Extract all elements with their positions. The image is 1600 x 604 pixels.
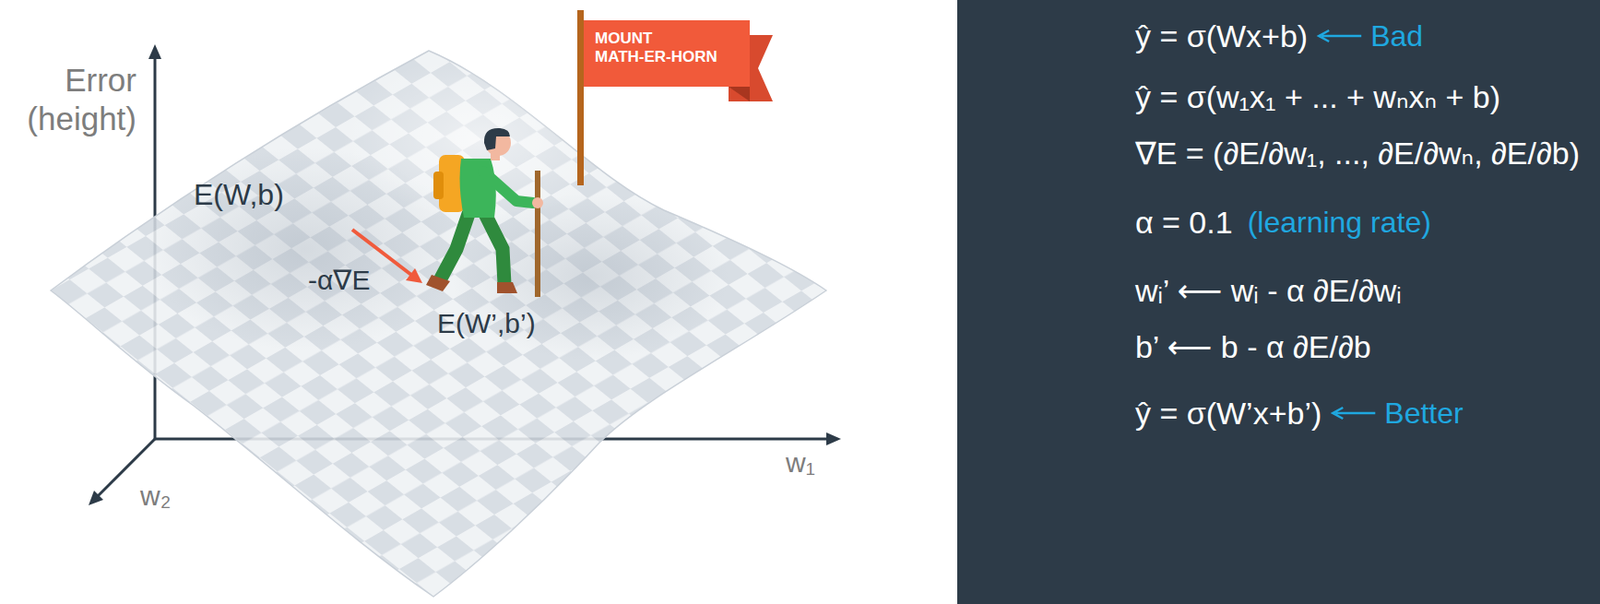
hiker bbox=[426, 128, 544, 297]
hair bbox=[484, 128, 510, 151]
position-label: E(W’,b’) bbox=[437, 307, 536, 341]
equation: ŷ = σ(Wx+b) bbox=[1135, 17, 1308, 56]
step-label: -α∇E bbox=[308, 263, 370, 297]
back-leg bbox=[440, 213, 469, 279]
annotation: Bad bbox=[1370, 18, 1423, 54]
axis-title: Error (height) bbox=[7, 60, 137, 139]
pointer-arrow bbox=[1332, 407, 1375, 419]
hand bbox=[532, 197, 544, 209]
equation: ∇E = (∂E/∂w₁, ..., ∂E/∂wₙ, ∂E/∂b) bbox=[1135, 134, 1580, 173]
equation: ŷ = σ(W’x+b’) bbox=[1135, 394, 1322, 433]
flag-banner: MOUNT MATH-ER-HORN bbox=[583, 20, 750, 87]
front-leg bbox=[485, 213, 505, 285]
axis-label: w₁ bbox=[785, 446, 816, 480]
error-surface bbox=[50, 50, 827, 597]
boot bbox=[426, 274, 451, 292]
boot bbox=[497, 282, 518, 294]
torso bbox=[460, 158, 497, 218]
arm bbox=[483, 171, 534, 203]
surface-label: E(W,b) bbox=[193, 177, 285, 213]
surface-shading bbox=[147, 55, 729, 360]
flag-text: MOUNT MATH-ER-HORN bbox=[594, 29, 739, 68]
equation: wᵢ’ ⟵ wᵢ - α ∂E/∂wᵢ bbox=[1135, 272, 1402, 310]
backpack-pocket bbox=[433, 171, 444, 200]
pointer-arrow bbox=[1318, 30, 1362, 42]
arrowhead bbox=[826, 432, 842, 446]
arrowhead bbox=[148, 44, 162, 60]
axis-label: w₂ bbox=[140, 479, 171, 513]
arrowhead bbox=[88, 490, 104, 506]
equation-panel: ŷ = σ(Wx+b) Bad ŷ = σ(w₁x₁ + ... + wₙxₙ + … bbox=[957, 0, 1600, 604]
arrowhead bbox=[405, 268, 423, 284]
equation: ŷ = σ(w₁x₁ + ... + wₙxₙ + b) bbox=[1135, 78, 1501, 117]
equation: α = 0.1 bbox=[1135, 203, 1233, 242]
flag-fold bbox=[728, 86, 750, 102]
annotation: (learning rate) bbox=[1247, 204, 1432, 240]
peak-glow bbox=[341, 55, 618, 222]
equation: b’ ⟵ b - α ∂E/∂b bbox=[1135, 328, 1372, 367]
flag-pole bbox=[577, 10, 584, 186]
walking-stick bbox=[534, 170, 541, 297]
annotation: Better bbox=[1384, 395, 1463, 431]
panel-ground bbox=[957, 0, 1600, 604]
